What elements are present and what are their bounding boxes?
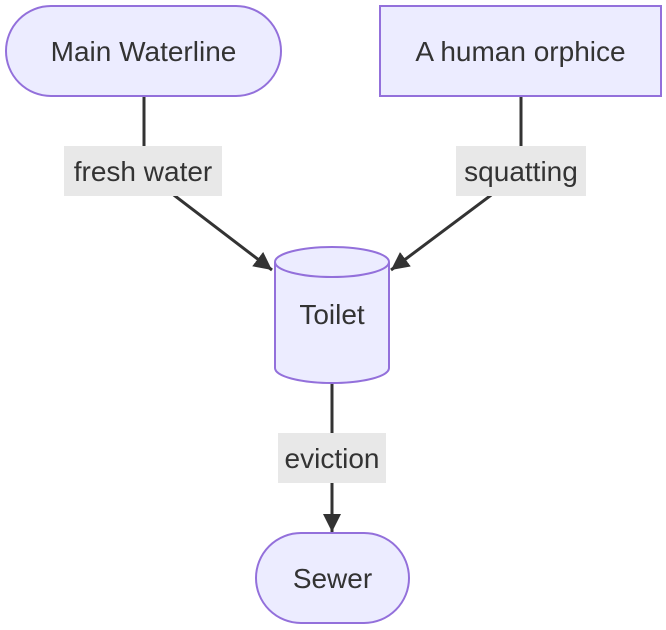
- node-shape-toilet-top-rim: [274, 261, 390, 278]
- edge-label-eviction: eviction: [285, 443, 380, 474]
- edge-label-squatting: squatting: [464, 156, 578, 187]
- edge-label-bg-eviction: [278, 433, 386, 483]
- node-shape-toilet: [274, 246, 390, 384]
- node-label-human-orphice: A human orphice: [415, 36, 625, 67]
- node-sewer[interactable]: Sewer: [255, 532, 410, 624]
- edge-fresh-water: fresh water: [64, 96, 273, 272]
- edge-label-bg-fresh-water: [64, 146, 222, 196]
- node-shape-sewer: [255, 532, 410, 624]
- edge-squatting: squatting: [390, 96, 586, 272]
- node-toilet[interactable]: Toilet: [274, 246, 390, 384]
- node-label-toilet: Toilet: [299, 299, 365, 330]
- edge-label-bg-squatting: [456, 146, 586, 196]
- edge-label-fresh-water: fresh water: [74, 156, 213, 187]
- node-label-sewer: Sewer: [293, 563, 372, 594]
- node-label-main-waterline: Main Waterline: [51, 36, 237, 67]
- node-shape-main-waterline: [5, 5, 282, 97]
- node-shape-human-orphice: [379, 5, 662, 97]
- edge-eviction: eviction: [278, 383, 386, 532]
- node-main-waterline[interactable]: Main Waterline: [5, 5, 282, 97]
- node-human-orphice[interactable]: A human orphice: [379, 5, 662, 97]
